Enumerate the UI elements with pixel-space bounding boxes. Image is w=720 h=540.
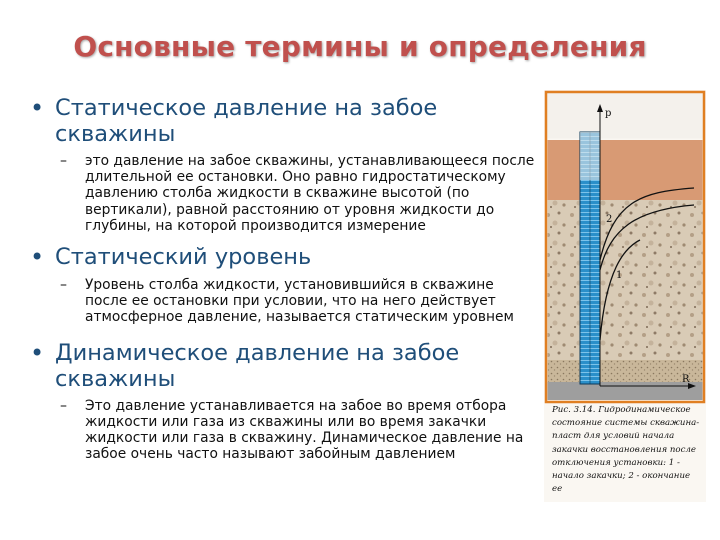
- pressure-curve-upper: [599, 187, 695, 261]
- bullet-item: • Статическое давление на забое скважины: [30, 94, 540, 148]
- rock-layer: [547, 200, 703, 360]
- bullet-heading: Статическое давление на забое скважины: [55, 95, 438, 147]
- sub-item-text: это давление на забое скважины, устанавл…: [85, 153, 535, 234]
- sand-layer: [547, 360, 703, 382]
- bullet-heading: Статический уровень: [55, 244, 312, 271]
- pressure-curve-1: [599, 239, 641, 341]
- figure-caption: Рис. 3.14. Гидродинамическое состояние с…: [552, 405, 700, 495]
- bullet-marker: •: [30, 243, 45, 272]
- pressure-curve-2: [599, 204, 695, 271]
- sub-item: – Это давление устанавливается на забое …: [60, 398, 540, 463]
- slide-title: Основные термины и определения: [73, 30, 647, 63]
- well-empty-part: [580, 132, 600, 180]
- r-axis-arrow: [688, 383, 696, 389]
- bullet-marker: •: [30, 94, 45, 122]
- surface-zone: [547, 93, 703, 139]
- curve-2-label: 2: [606, 214, 612, 225]
- sub-item-text: Уровень столба жидкости, установившийся …: [85, 277, 514, 326]
- soil-layer: [547, 140, 703, 200]
- bullet-marker: •: [30, 338, 45, 367]
- sub-item: – это давление на забое скважины, устана…: [60, 153, 540, 234]
- well-diagram-figure: p R 2 1: [544, 90, 706, 502]
- figure-frame: [544, 90, 706, 404]
- r-axis-label: R: [682, 374, 690, 385]
- bullet-item: • Статический уровень: [30, 244, 540, 271]
- dash-marker: –: [60, 277, 67, 294]
- p-axis-label: p: [605, 108, 611, 119]
- bullet-heading: Динамическое давление на забое скважины: [55, 339, 460, 392]
- bullet-item: • Динамическое давление на забое скважин…: [30, 338, 540, 392]
- p-axis-arrow: [597, 104, 603, 112]
- sub-item-text: Это давление устанавливается на забое во…: [85, 397, 524, 463]
- base-layer: [547, 382, 703, 400]
- dash-marker: –: [60, 153, 67, 169]
- dash-marker: –: [60, 397, 67, 414]
- content-list: • Статическое давление на забое скважины…: [30, 94, 540, 463]
- curve-1-label: 1: [616, 270, 622, 281]
- sub-item: – Уровень столба жидкости, установившийс…: [60, 277, 540, 326]
- well-diagram: p R 2 1: [544, 90, 706, 404]
